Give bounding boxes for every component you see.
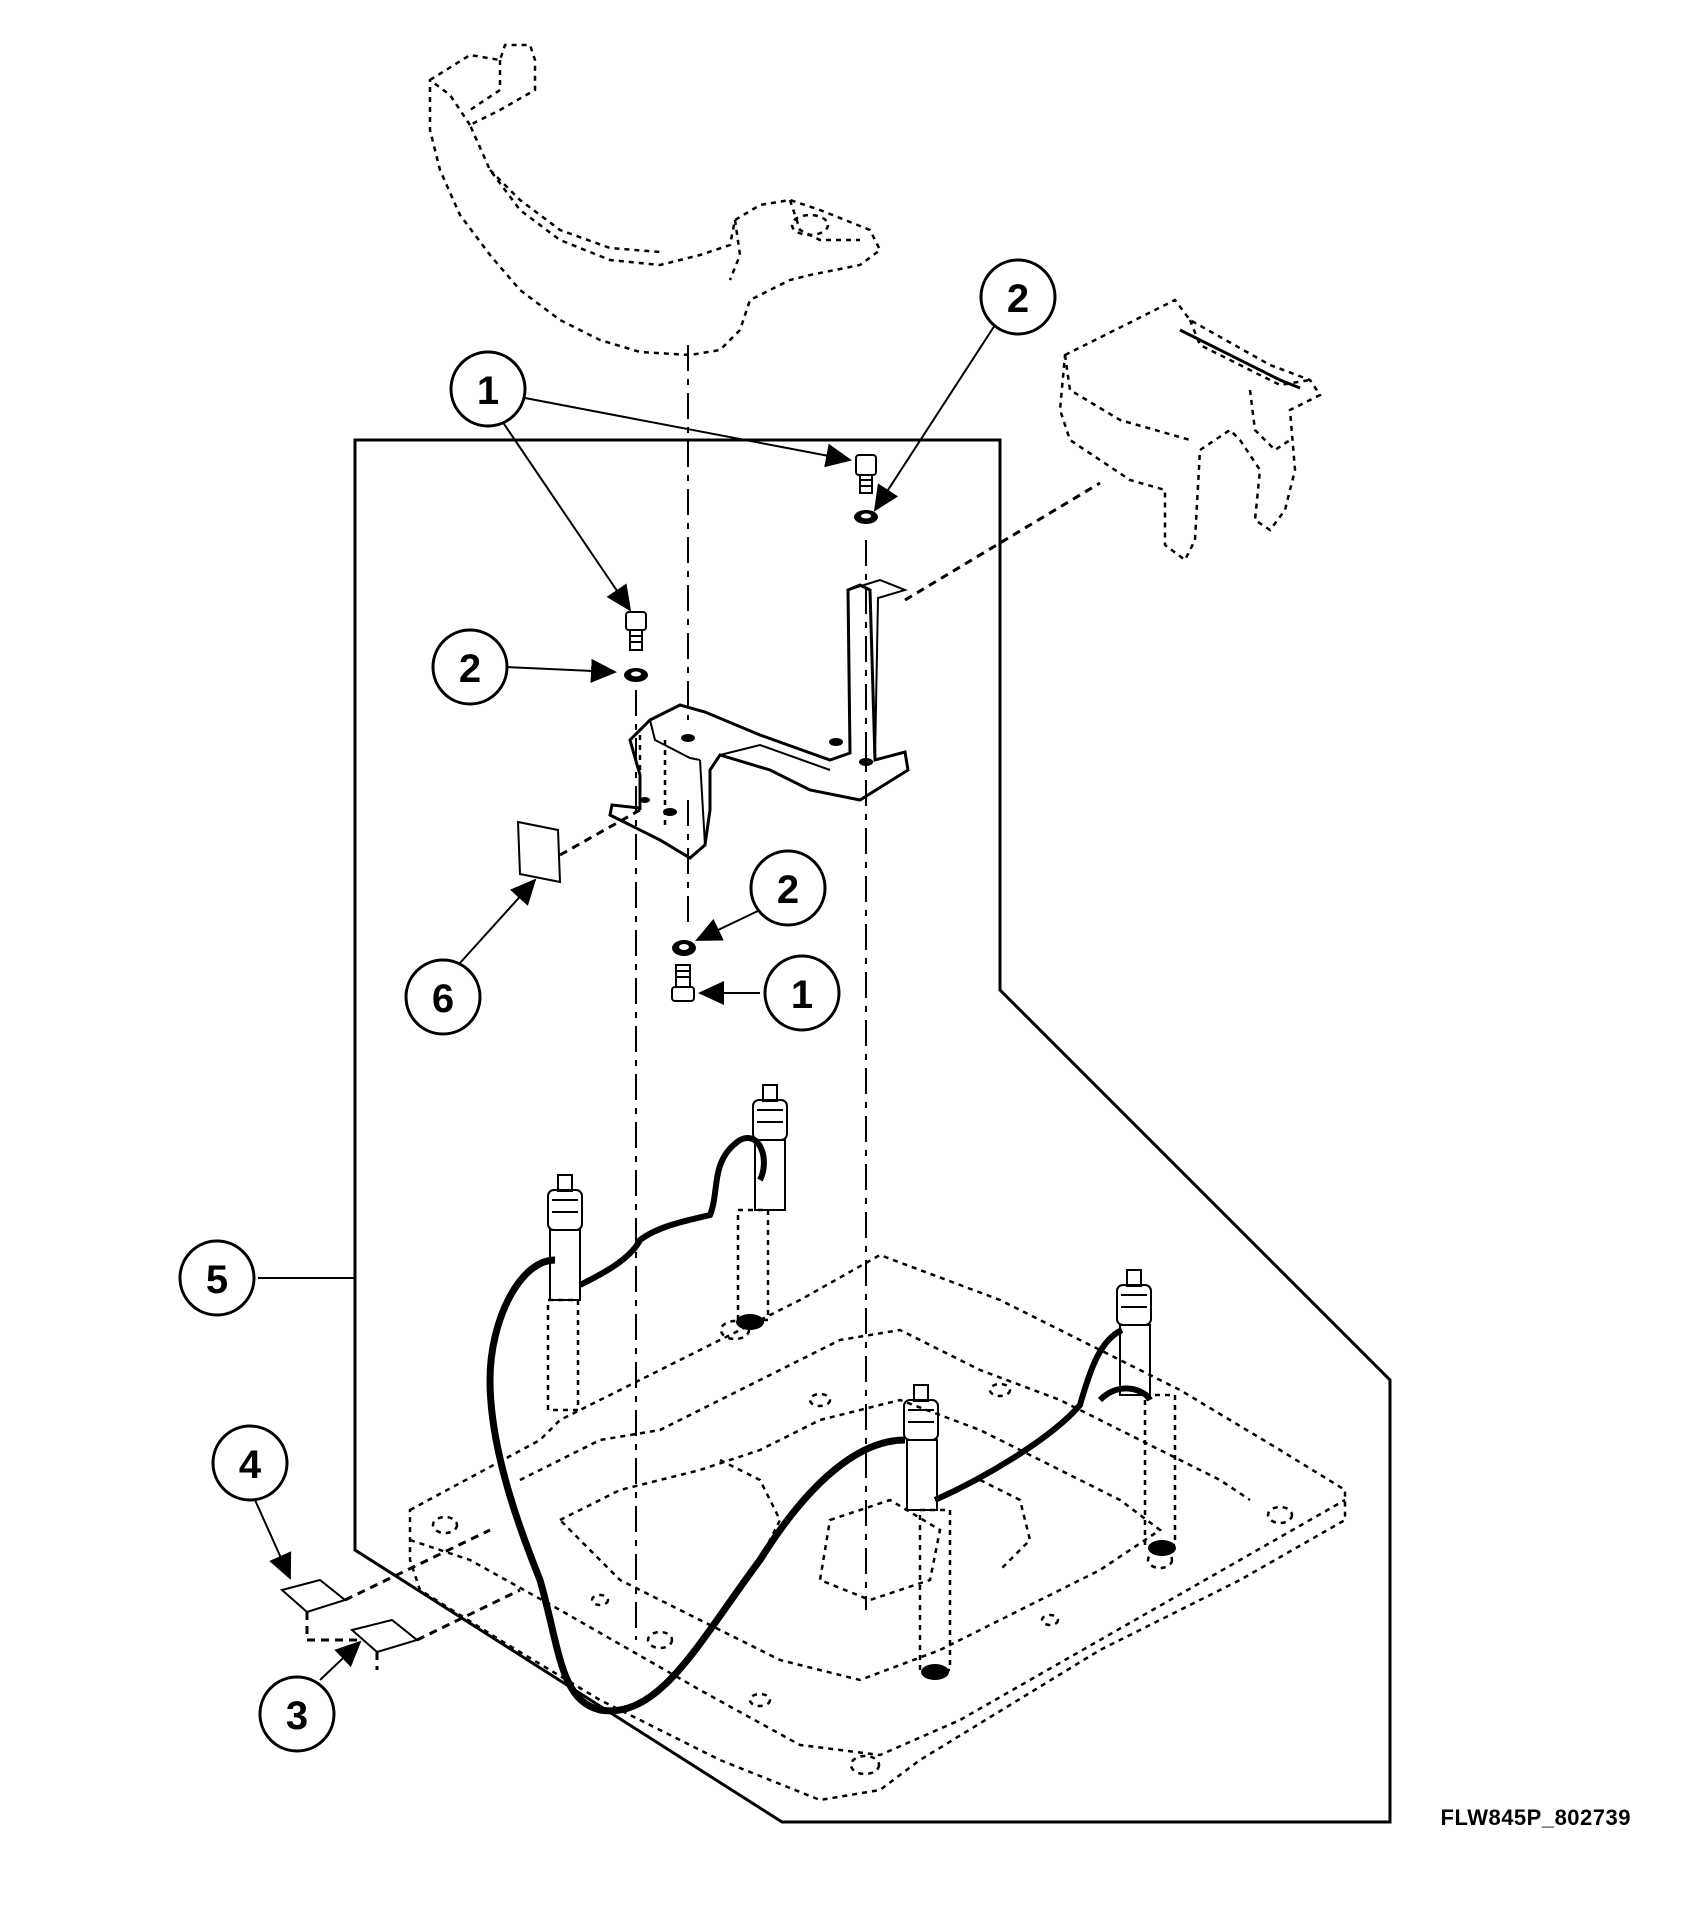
mounting-bracket bbox=[608, 578, 910, 860]
bolt-left bbox=[625, 611, 647, 651]
figure-id-label: FLW845P_802739 bbox=[1440, 1805, 1631, 1830]
svg-text:2: 2 bbox=[777, 868, 799, 912]
washer-top-right bbox=[854, 510, 878, 524]
svg-text:1: 1 bbox=[791, 973, 813, 1017]
cable-harness bbox=[486, 1135, 1153, 1715]
callout-4: 4 bbox=[211, 1424, 289, 1502]
callout-3: 3 bbox=[258, 1675, 336, 1753]
callout-5: 5 bbox=[178, 1239, 256, 1317]
washer-lower bbox=[672, 940, 696, 956]
svg-text:4: 4 bbox=[239, 1443, 262, 1487]
callout-1-lower: 1 bbox=[763, 954, 841, 1032]
washer-left bbox=[624, 668, 648, 682]
leader-lines bbox=[254, 324, 996, 1681]
alignment-axis-lines bbox=[635, 345, 867, 1640]
callout-2-top-right: 2 bbox=[979, 258, 1057, 336]
label-plate-6 bbox=[516, 808, 641, 884]
svg-text:1: 1 bbox=[477, 369, 499, 413]
side-bracket-ghost bbox=[1058, 298, 1322, 562]
shock-absorber-back bbox=[736, 1084, 788, 1330]
label-plate-3 bbox=[349, 1618, 420, 1654]
label-leader-dashes bbox=[305, 1528, 521, 1670]
svg-text:5: 5 bbox=[206, 1258, 228, 1302]
upper-support-arm-ghost bbox=[428, 43, 882, 357]
shock-absorber-front bbox=[903, 1384, 952, 1680]
shock-absorber-right bbox=[1116, 1269, 1177, 1556]
callout-1-top: 1 bbox=[449, 350, 527, 428]
svg-text:2: 2 bbox=[459, 647, 481, 691]
callout-6: 6 bbox=[404, 958, 482, 1036]
callout-2-lower: 2 bbox=[749, 849, 827, 927]
svg-text:6: 6 bbox=[432, 977, 454, 1021]
base-plate-ghost bbox=[408, 1253, 1347, 1802]
shock-absorber-left bbox=[546, 1174, 583, 1412]
svg-text:3: 3 bbox=[286, 1694, 308, 1738]
bolt-lower bbox=[671, 964, 695, 1002]
callout-2-left: 2 bbox=[431, 628, 509, 706]
bracket-to-side-leader bbox=[904, 481, 1101, 602]
kit-boundary-outline bbox=[353, 438, 1392, 1824]
label-plate-4 bbox=[279, 1578, 348, 1614]
bolt-top-right bbox=[855, 454, 877, 494]
svg-text:2: 2 bbox=[1007, 277, 1029, 321]
